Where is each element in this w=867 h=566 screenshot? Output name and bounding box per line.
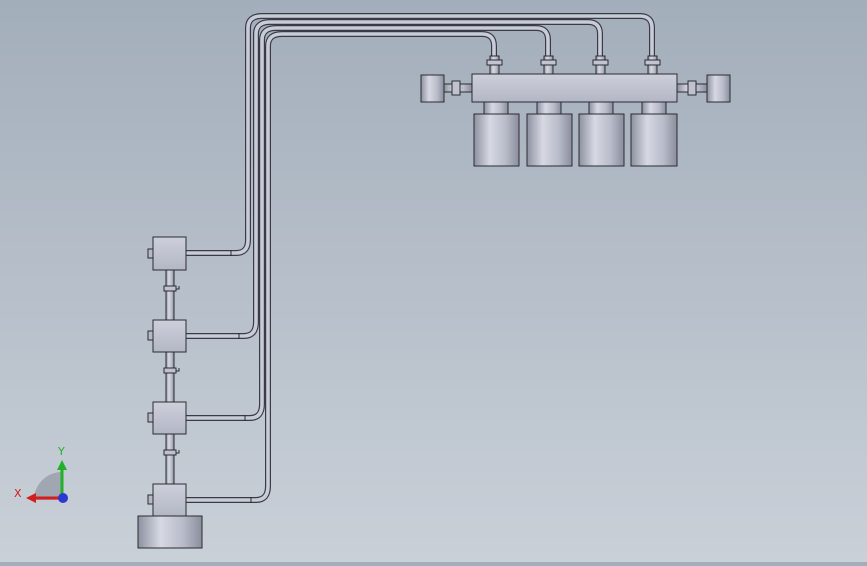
pipe-a[interactable]	[186, 13, 655, 256]
valve-block-3[interactable]	[147, 401, 187, 435]
valve-block-2[interactable]	[147, 319, 187, 353]
end-cap-left[interactable]	[420, 74, 473, 103]
x-axis-label: X	[14, 487, 22, 500]
end-cap-right[interactable]	[676, 74, 731, 103]
motor-2[interactable]	[526, 113, 573, 167]
manifold-assembly[interactable]	[420, 55, 731, 167]
orientation-triad[interactable]: X Y	[14, 445, 68, 503]
pipe-c[interactable]	[186, 25, 551, 421]
motor-3[interactable]	[578, 113, 625, 167]
vertical-assembly[interactable]	[137, 236, 203, 549]
pipe-b[interactable]	[186, 19, 603, 339]
valve-block-4[interactable]	[147, 483, 187, 517]
valve-block-1[interactable]	[147, 236, 187, 271]
y-axis-head	[57, 460, 67, 470]
pipe-d[interactable]	[186, 31, 497, 503]
manifold-connectors[interactable]	[486, 55, 661, 75]
base-cylinder[interactable]	[137, 515, 203, 549]
y-axis-label: Y	[57, 445, 65, 458]
manifold-bar[interactable]	[471, 73, 678, 103]
triad-plane	[34, 472, 62, 500]
motor-1[interactable]	[473, 113, 520, 167]
x-axis-head	[26, 493, 36, 503]
pipe-bundle[interactable]	[186, 13, 655, 503]
motor-4[interactable]	[630, 113, 678, 167]
z-axis-dot	[58, 493, 68, 503]
